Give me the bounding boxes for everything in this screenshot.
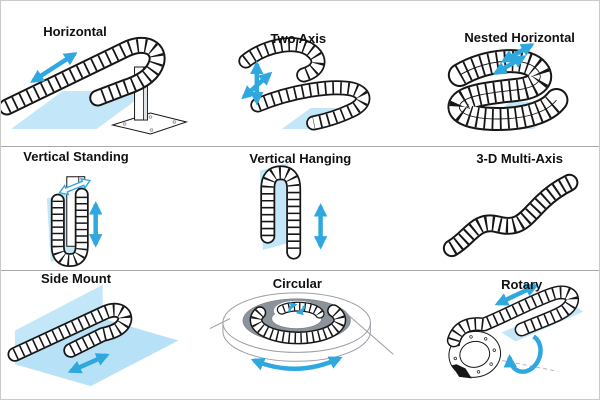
cell-nested-horizontal: Nested Horizontal xyxy=(400,1,599,146)
grid-row-3: Side Mount Circular xyxy=(1,270,599,398)
cell-label: Two Axis xyxy=(270,31,327,46)
motion-arrow-icon xyxy=(67,353,110,374)
guide-lines xyxy=(210,312,395,355)
motion-arrow-icon xyxy=(492,43,535,75)
cell-label: Vertical Standing xyxy=(23,149,129,164)
cell-side-mount: Side Mount xyxy=(1,271,200,398)
motion-arrow-icon xyxy=(30,52,78,83)
cell-label: Circular xyxy=(272,276,322,291)
cell-3d-multi-axis: 3-D Multi-Axis xyxy=(400,147,599,270)
motion-arrow-icon xyxy=(251,356,343,371)
cell-two-axis: Two Axis xyxy=(200,1,399,146)
grid-row-1: Horizontal xyxy=(1,1,599,146)
illustration-vertical-hanging xyxy=(260,162,328,270)
illustration-rotary xyxy=(400,283,584,379)
illustration-circular xyxy=(210,292,395,371)
motion-arrow-icon xyxy=(494,283,539,306)
illustration-vertical-standing xyxy=(46,175,103,270)
center-rotation-arrows-icon xyxy=(288,302,306,316)
cable-chain xyxy=(246,45,363,123)
cell-vertical-standing: Vertical Standing xyxy=(1,147,200,270)
rotary-ring xyxy=(448,330,501,379)
cable-chain xyxy=(451,183,569,248)
cell-horizontal: Horizontal xyxy=(1,1,200,146)
illustration-horizontal xyxy=(1,1,189,135)
cell-label: Rotary xyxy=(501,277,543,292)
grid-row-2: Vertical Standing Vertical Hanging xyxy=(1,146,599,270)
cell-label: Horizontal xyxy=(43,24,107,39)
illustration-nested-horizontal xyxy=(400,43,599,146)
rotation-arrow-icon xyxy=(503,334,543,374)
mounting-floor xyxy=(14,318,179,387)
illustration-two-axis xyxy=(200,1,399,146)
motion-arrow-icon xyxy=(241,60,273,106)
cell-label: Side Mount xyxy=(40,271,112,286)
cell-label: Nested Horizontal xyxy=(464,30,575,45)
cell-label: 3-D Multi-Axis xyxy=(476,151,563,166)
cell-circular: Circular xyxy=(200,271,399,398)
cell-label: Vertical Hanging xyxy=(249,151,352,166)
cell-vertical-hanging: Vertical Hanging xyxy=(200,147,399,270)
illustration-side-mount xyxy=(1,284,179,387)
cable-chain xyxy=(459,61,556,119)
cell-rotary: Rotary xyxy=(400,271,599,398)
